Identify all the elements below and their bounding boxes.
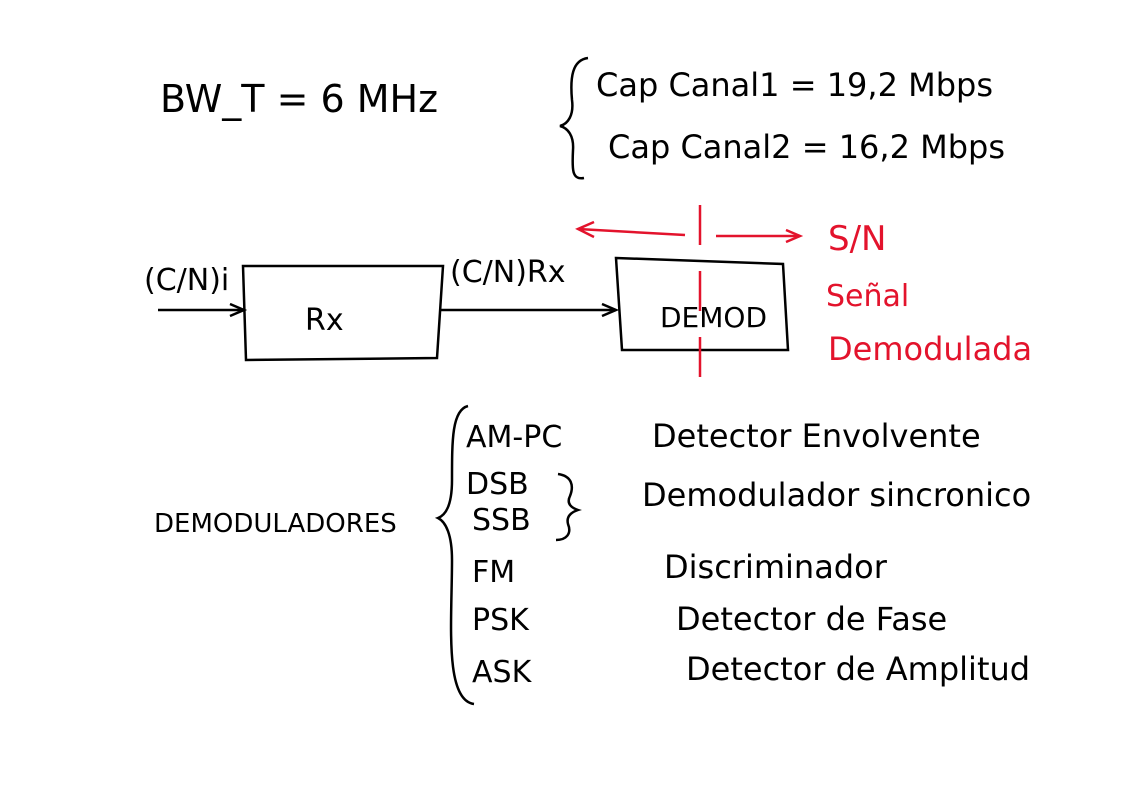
rx-output-cn-label: (C/N)Rx: [450, 255, 566, 290]
red-right-arrowhead: [785, 228, 804, 244]
detector-envelope: Detector Envolvente: [652, 417, 981, 455]
mod-fm: FM: [472, 555, 515, 590]
channels-brace: [559, 56, 589, 180]
channel-2-capacity: Cap Canal2 = 16,2 Mbps: [608, 128, 1005, 166]
rx-block: [241, 264, 445, 362]
demodulators-brace: [434, 404, 475, 706]
detector-synchronous: Demodulador sincronico: [642, 476, 1031, 514]
detector-amplitude: Detector de Amplitud: [686, 650, 1030, 688]
demod-block-label: DEMOD: [660, 301, 767, 334]
rx-to-demod-arrowhead: [601, 302, 620, 318]
mod-psk: PSK: [472, 603, 530, 638]
detector-discriminator: Discriminador: [664, 548, 888, 586]
detector-phase: Detector de Fase: [676, 600, 947, 638]
signal-label: Señal: [826, 279, 909, 314]
demodulators-heading: DEMODULADORES: [154, 509, 397, 539]
rx-block-label: Rx: [305, 303, 344, 338]
bandwidth-label: BW_T = 6 MHz: [160, 77, 438, 121]
dsb-ssb-brace: [555, 472, 582, 542]
input-cn-label: (C/N)i: [144, 263, 229, 298]
mod-ask: ASK: [472, 655, 533, 690]
demod-block: [614, 256, 790, 352]
red-left-arrowhead: [575, 220, 595, 239]
mod-am-pc: AM-PC: [466, 420, 562, 455]
red-left-arrow-line: [577, 227, 686, 237]
channel-1-capacity: Cap Canal1 = 19,2 Mbps: [596, 66, 993, 104]
mod-dsb: DSB: [466, 467, 529, 502]
mod-ssb: SSB: [472, 503, 531, 538]
sn-label: S/N: [828, 219, 886, 259]
demodulated-label: Demodulada: [828, 330, 1032, 368]
